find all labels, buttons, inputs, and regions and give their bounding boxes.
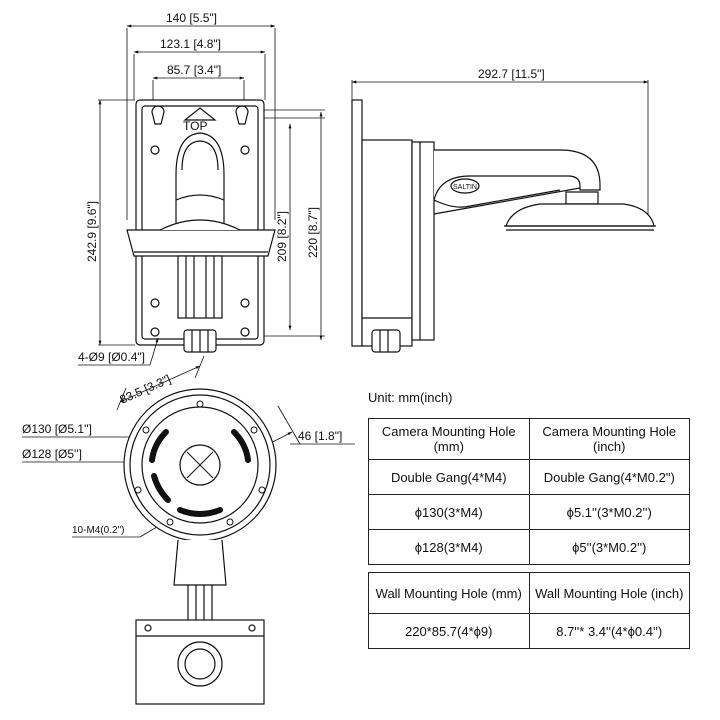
dim-plate-height-a: 209 [8.2"] xyxy=(275,211,289,262)
dim-offset: 46 [1.8"] xyxy=(298,429,342,443)
dim-hole-spacing-inner: 85.7 [3.4"] xyxy=(167,63,221,77)
table-cell: Double Gang(4*M0.2") xyxy=(528,459,690,495)
camera-mounting-table: Camera Mounting Hole (mm) Camera Mountin… xyxy=(368,418,690,565)
header-cell: Wall Mounting Hole (mm) xyxy=(368,572,530,614)
dim-inner-circle: Ø128 [Ø5''] xyxy=(22,447,82,461)
table-row: ϕ128(3*M4) ϕ5''(3*M0.2'') xyxy=(368,529,690,565)
side-badge-text: SALTIN xyxy=(453,184,477,191)
table-row: ϕ130(3*M4) ϕ5.1''(3*M0.2'') xyxy=(368,494,690,530)
table-header-row: Wall Mounting Hole (mm) Wall Mounting Ho… xyxy=(368,572,690,614)
dim-threads: 10-M4(0.2") xyxy=(72,525,124,536)
front-top-dimensions xyxy=(126,24,276,220)
table-header-row: Camera Mounting Hole (mm) Camera Mountin… xyxy=(368,418,690,460)
unit-label: Unit: mm(inch) xyxy=(368,390,453,405)
front-side-dimensions xyxy=(98,99,325,346)
dim-outer-circle: Ø130 [Ø5.1''] xyxy=(22,422,92,436)
side-view xyxy=(351,80,656,353)
front-top-label: TOP xyxy=(183,119,207,133)
table-cell: ϕ128(3*M4) xyxy=(368,529,530,565)
dim-hole-diameter: 4-Ø9 [Ø0.4"] xyxy=(78,350,145,364)
table-cell: ϕ5''(3*M0.2'') xyxy=(528,529,690,565)
bottom-view xyxy=(22,355,355,705)
wall-mounting-table: Wall Mounting Hole (mm) Wall Mounting Ho… xyxy=(368,572,690,649)
table-cell: ϕ130(3*M4) xyxy=(368,494,530,530)
header-cell: Wall Mounting Hole (inch) xyxy=(528,572,690,614)
plate-screws xyxy=(150,145,250,337)
dim-hole-spacing-outer: 123.1 [4.8"] xyxy=(160,37,221,51)
dim-side-depth: 292.7 [11.5"] xyxy=(478,67,545,81)
front-view xyxy=(78,24,325,366)
header-cell: Camera Mounting Hole (inch) xyxy=(528,418,690,460)
table-cell: ϕ5.1''(3*M0.2'') xyxy=(528,494,690,530)
table-row: 220*85.7(4*ϕ9) 8.7''* 3.4''(4*ϕ0.4'') xyxy=(368,613,690,649)
table-cell: 220*85.7(4*ϕ9) xyxy=(368,613,530,649)
dim-plate-height-b: 220 [8.7"] xyxy=(306,207,320,258)
dim-overall-width: 140 [5.5"] xyxy=(166,11,217,25)
table-row: Double Gang(4*M4) Double Gang(4*M0.2") xyxy=(368,459,690,495)
table-cell: Double Gang(4*M4) xyxy=(368,459,530,495)
header-cell: Camera Mounting Hole (mm) xyxy=(368,418,530,460)
bottom-screw-holes xyxy=(134,400,266,526)
table-cell: 8.7''* 3.4''(4*ϕ0.4'') xyxy=(528,613,690,649)
dim-total-height: 242.9 [9.6"] xyxy=(85,201,99,262)
